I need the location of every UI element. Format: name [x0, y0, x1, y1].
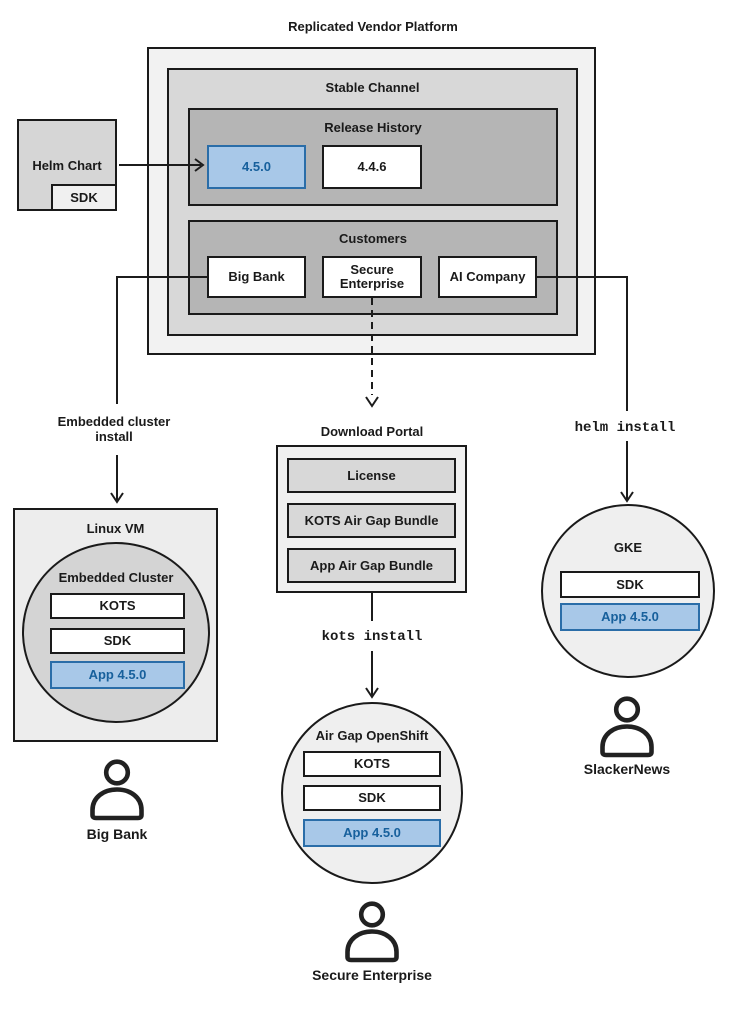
embedded-cluster-circle: Embedded Cluster KOTS SDK App 4.5.0: [22, 542, 210, 723]
linux-vm-kots-box: KOTS: [50, 593, 185, 619]
helm-chart-sdk-box: SDK: [51, 184, 117, 211]
linux-vm-sdk-box: SDK: [50, 628, 185, 654]
linux-vm-label: Linux VM: [86, 521, 145, 536]
customer-secure-enterprise: Secure Enterprise: [322, 256, 422, 298]
portal-app-airgap-bundle-box: App Air Gap Bundle: [287, 548, 456, 583]
linux-vm-box: Linux VM Embedded Cluster KOTS SDK App 4…: [13, 508, 218, 742]
openshift-label: Air Gap OpenShift: [315, 728, 429, 743]
customer-ai-company: AI Company: [438, 256, 537, 298]
download-portal-box: License KOTS Air Gap Bundle App Air Gap …: [276, 445, 467, 593]
portal-kots-airgap-bundle-box: KOTS Air Gap Bundle: [287, 503, 456, 538]
release-4-5-0: 4.5.0: [207, 145, 306, 189]
release-history-box: Release History 4.5.0 4.4.6: [188, 108, 558, 206]
customer-big-bank: Big Bank: [207, 256, 306, 298]
vendor-platform-box: Stable Channel Release History 4.5.0 4.4…: [147, 47, 596, 355]
release-4-4-6: 4.4.6: [322, 145, 422, 189]
gke-app-box: App 4.5.0: [560, 603, 700, 631]
helm-install-label: helm install: [574, 420, 676, 436]
gke-label: GKE: [613, 540, 643, 555]
openshift-app-box: App 4.5.0: [303, 819, 441, 847]
download-portal-label: Download Portal: [320, 424, 424, 439]
openshift-kots-box: KOTS: [303, 751, 441, 777]
release-history-label: Release History: [324, 120, 422, 135]
helm-chart-label: Helm Chart: [32, 158, 102, 173]
big-bank-user-icon: [93, 762, 142, 818]
secure-enterprise-user-label: Secure Enterprise: [312, 967, 432, 983]
customers-label: Customers: [339, 231, 407, 246]
openshift-sdk-box: SDK: [303, 785, 441, 811]
gke-circle: GKE SDK App 4.5.0: [541, 504, 715, 678]
embedded-cluster-install-label: Embedded cluster install: [57, 414, 171, 444]
diagram-title: Replicated Vendor Platform: [288, 19, 458, 34]
openshift-circle: Air Gap OpenShift KOTS SDK App 4.5.0: [281, 702, 463, 884]
stable-channel-label: Stable Channel: [325, 80, 420, 95]
slackernews-user-label: SlackerNews: [583, 761, 671, 777]
secure-enterprise-user-icon: [348, 904, 397, 960]
big-bank-user-label: Big Bank: [86, 826, 148, 842]
portal-license-box: License: [287, 458, 456, 493]
slackernews-user-icon: [603, 699, 652, 755]
embedded-cluster-label: Embedded Cluster: [58, 570, 174, 585]
customers-box: Customers Big Bank Secure Enterprise AI …: [188, 220, 558, 315]
connector-portal-to-openshift: [365, 593, 379, 699]
gke-sdk-box: SDK: [560, 571, 700, 598]
linux-vm-app-box: App 4.5.0: [50, 661, 185, 689]
kots-install-label: kots install: [321, 629, 423, 645]
stable-channel-box: Stable Channel Release History 4.5.0 4.4…: [167, 68, 578, 336]
helm-chart-box: Helm Chart SDK: [17, 119, 117, 211]
